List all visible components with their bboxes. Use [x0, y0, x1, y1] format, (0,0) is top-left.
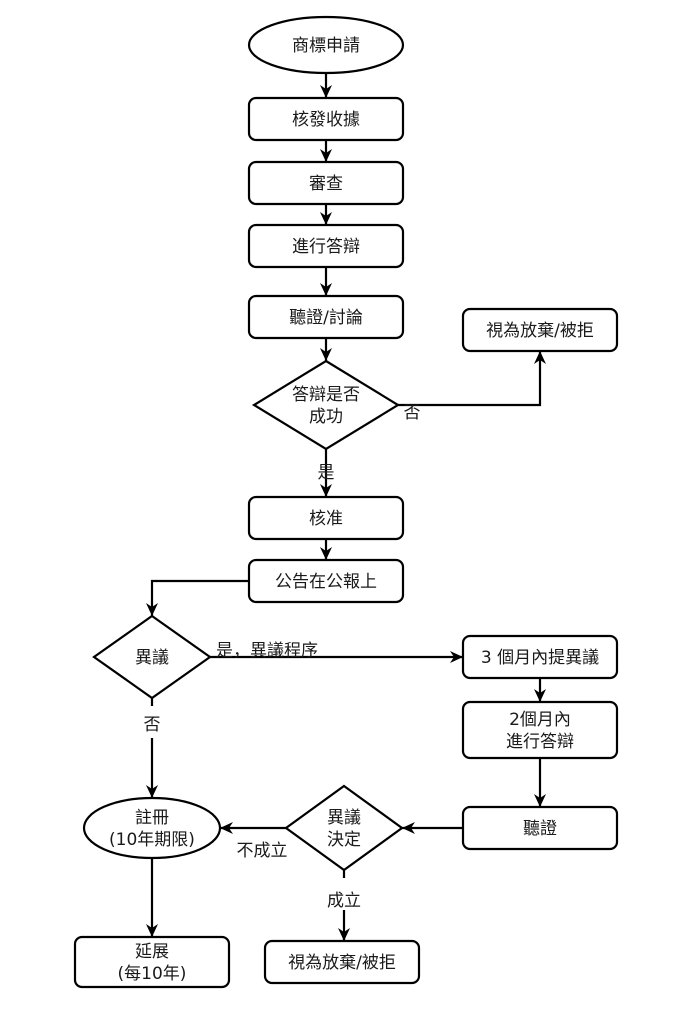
process-shape [73, 935, 231, 989]
edge-register-to-renew [146, 858, 158, 937]
node-label: 公告在公報上 [275, 572, 377, 592]
node-renew: 延展(每10年) [73, 935, 231, 989]
edge-label: 是，異議程序 [216, 641, 318, 661]
process-shape [247, 558, 405, 604]
edge-approve-to-publish [320, 539, 332, 560]
node-label: 視為放棄/被拒 [288, 953, 396, 973]
node-label: (每10年) [118, 964, 187, 984]
decision-shape [251, 359, 401, 451]
arrowhead-icon [320, 547, 332, 560]
arrowhead-icon [220, 822, 233, 834]
edge-decision-to-register: 不成立 [220, 822, 288, 861]
node-label: 異議 [135, 648, 169, 668]
edge-respond2-to-hearing2 [534, 758, 546, 807]
node-label: 進行答辯 [506, 732, 574, 752]
node-label: 3 個月內提異議 [481, 648, 599, 668]
arrowhead-icon [450, 651, 463, 663]
node-respond: 進行答辯 [247, 223, 405, 269]
edge-label: 不成立 [237, 841, 288, 861]
node-register: 註冊(10年期限) [82, 796, 222, 860]
node-label: 註冊 [135, 808, 169, 828]
edge-decision-to-rejected2: 成立 [327, 870, 361, 941]
node-label: 聽證/討論 [289, 308, 363, 328]
arrowhead-icon [320, 212, 332, 225]
node-file_opp: 3 個月內提異議 [461, 634, 619, 680]
arrowhead-icon [320, 283, 332, 296]
edge-success-to-rejected1: 否 [398, 351, 546, 423]
process-shape [247, 294, 405, 340]
process-shape [461, 634, 619, 680]
node-label: 聽證 [523, 819, 557, 839]
arrowhead-icon [320, 348, 332, 361]
process-shape [247, 223, 405, 269]
node-label: 審查 [309, 174, 343, 194]
terminal-shape [247, 15, 405, 75]
process-shape [247, 96, 405, 142]
arrowhead-icon [402, 822, 415, 834]
edge-examine-to-respond [320, 204, 332, 225]
edge-opposition-to-register: 否 [144, 698, 161, 798]
node-label: (10年期限) [109, 830, 195, 850]
process-shape [263, 939, 421, 985]
node-label: 核發收據 [292, 110, 360, 130]
node-label: 成功 [309, 407, 343, 427]
edge-respond-to-hearing [320, 267, 332, 296]
process-shape [247, 160, 405, 206]
arrowhead-icon [320, 149, 332, 162]
node-approve: 核准 [247, 495, 405, 541]
node-rejected1: 視為放棄/被拒 [461, 307, 619, 353]
node-publish: 公告在公報上 [247, 558, 405, 604]
decision-shape [92, 614, 212, 700]
node-label: 進行答辯 [292, 237, 360, 257]
edge-apply-to-receipt [320, 73, 332, 98]
arrowhead-icon [534, 689, 546, 702]
node-label: 延展 [135, 942, 169, 962]
node-hearing2: 聽證 [461, 805, 619, 851]
arrowhead-icon [534, 351, 546, 364]
node-receipt: 核發收據 [247, 96, 405, 142]
terminal-shape [82, 796, 222, 860]
edge-file_opp-to-respond2 [534, 678, 546, 702]
process-shape [461, 700, 619, 760]
node-label: 視為放棄/被拒 [486, 321, 594, 341]
arrowhead-icon [320, 484, 332, 497]
arrowhead-icon [534, 794, 546, 807]
edge-label: 是 [318, 463, 335, 483]
decision-shape [284, 784, 404, 872]
node-label: 答辯是否 [292, 385, 360, 405]
edge-line [150, 579, 249, 616]
process-shape [461, 805, 619, 851]
edge-hearing-to-success [320, 338, 332, 361]
node-label: 異議 [327, 808, 361, 828]
edge-receipt-to-examine [320, 140, 332, 162]
edge-label: 否 [404, 403, 421, 423]
edge-line [398, 351, 542, 407]
edge-opposition-to-file_opp: 是，異議程序 [210, 641, 463, 663]
arrowhead-icon [146, 924, 158, 937]
edge-label: 否 [144, 715, 161, 735]
node-rejected2: 視為放棄/被拒 [263, 939, 421, 985]
edge-hearing2-to-decision [402, 822, 463, 834]
process-shape [247, 495, 405, 541]
node-label: 2個月內 [509, 710, 571, 730]
node-label: 核准 [309, 509, 343, 529]
process-shape [461, 307, 619, 353]
node-apply: 商標申請 [247, 15, 405, 75]
node-label: 商標申請 [292, 36, 360, 56]
arrowhead-icon [320, 85, 332, 98]
edge-label: 成立 [327, 891, 361, 911]
edge-success-to-approve: 是 [318, 449, 335, 497]
node-label: 決定 [327, 830, 361, 850]
node-opposition: 異議 [92, 614, 212, 700]
edge-publish-to-opposition [146, 579, 249, 616]
arrowhead-icon [146, 603, 158, 616]
arrowhead-icon [146, 785, 158, 798]
node-examine: 審查 [247, 160, 405, 206]
node-hearing: 聽證/討論 [247, 294, 405, 340]
arrowhead-icon [338, 928, 350, 941]
